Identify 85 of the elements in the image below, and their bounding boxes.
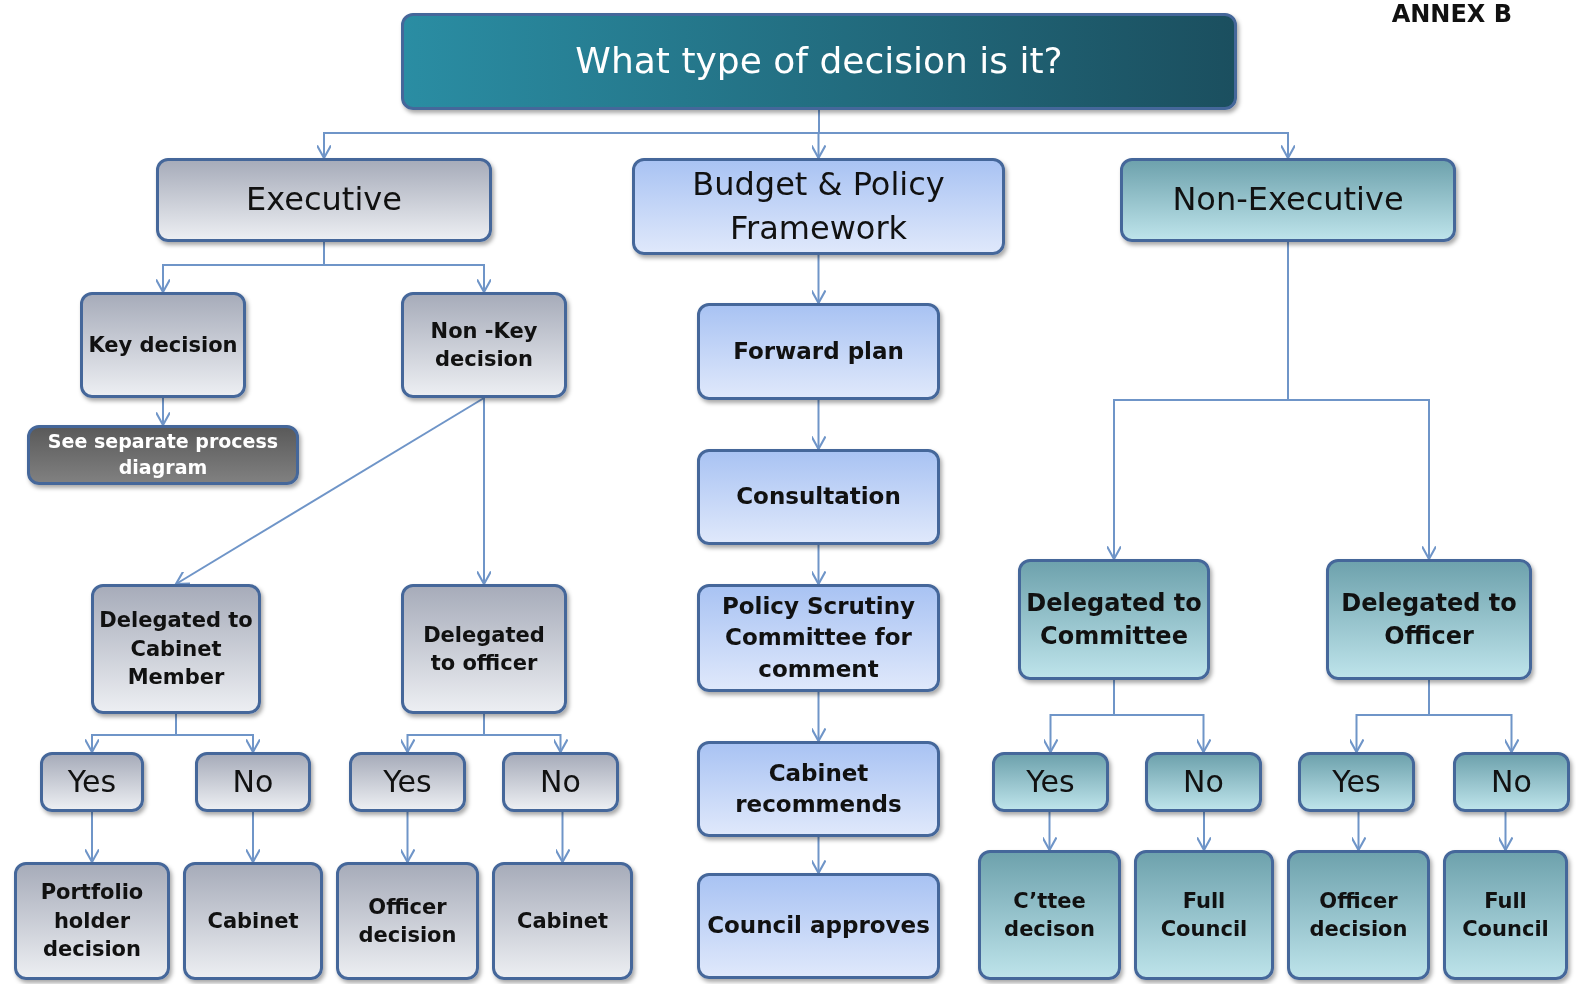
arrow — [810, 544, 827, 586]
arrow — [483, 713, 569, 754]
node-text: No — [539, 762, 582, 801]
process-box — [1287, 850, 1430, 980]
process-box — [1326, 559, 1532, 680]
arrow — [810, 836, 827, 875]
arrow — [323, 241, 493, 294]
process-box — [156, 158, 492, 242]
process-box — [1134, 850, 1274, 980]
arrow — [1041, 811, 1058, 852]
node-text: Delegated to Officer — [1340, 588, 1518, 652]
node-text: Delegated to officer — [422, 621, 546, 677]
process-box — [1443, 850, 1568, 980]
process-box — [1120, 158, 1456, 242]
node-text: Non -Key decision — [429, 317, 539, 373]
process-box — [697, 741, 940, 837]
arrow — [1195, 811, 1213, 852]
arrow — [1497, 811, 1514, 852]
node-text: No — [231, 762, 275, 801]
annex-label: ANNEX B — [1391, 0, 1512, 28]
node-text: Delegated to Committee — [1025, 588, 1203, 652]
arrow — [810, 399, 827, 451]
process-box — [183, 862, 323, 980]
node-text: Forward plan — [732, 336, 905, 366]
node-text: See separate process diagram — [46, 429, 280, 480]
node-text: Officer decision — [357, 893, 458, 949]
node-text: Yes — [1025, 762, 1076, 801]
node-text: Key decision — [87, 331, 239, 359]
answer-box — [1298, 752, 1415, 812]
node-text: No — [1182, 762, 1225, 801]
node-text: C’ttee decison — [1003, 887, 1096, 943]
node-text: Consultation — [735, 482, 902, 512]
process-box — [1018, 559, 1210, 680]
answer-box — [992, 752, 1109, 812]
node-text: Budget & Policy Framework — [691, 164, 946, 249]
answer-box — [1145, 752, 1262, 812]
node-text: Portfolio holder decision — [39, 879, 145, 964]
node-text: Cabinet recommends — [734, 758, 903, 819]
process-box — [27, 425, 299, 485]
arrow — [810, 691, 827, 743]
process-box — [91, 584, 261, 714]
answer-box — [502, 752, 619, 812]
node-text: Council approves — [706, 911, 931, 941]
node-text: Yes — [382, 762, 433, 801]
node-text: Delegated to Cabinet Member — [98, 607, 254, 692]
node-text: Yes — [1331, 762, 1382, 801]
arrow — [399, 811, 416, 864]
process-box — [697, 584, 940, 692]
arrow — [1350, 811, 1367, 852]
node-text: Cabinet — [206, 907, 300, 935]
answer-box — [195, 752, 311, 812]
node-text: No — [1490, 762, 1533, 801]
process-box — [14, 862, 170, 980]
answer-box — [1453, 752, 1570, 812]
arrow — [1428, 679, 1520, 754]
process-box — [492, 862, 633, 980]
answer-box — [40, 752, 144, 812]
node-text: Cabinet — [515, 907, 609, 935]
node-text: Full Council — [1461, 887, 1550, 943]
arrow — [475, 397, 493, 586]
node-text: Officer decision — [1308, 887, 1409, 943]
process-box — [697, 449, 940, 545]
arrow — [554, 811, 571, 864]
arrow — [810, 254, 827, 305]
process-box — [336, 862, 479, 980]
process-box — [401, 584, 567, 714]
node-text: Executive — [245, 179, 403, 221]
process-box — [978, 850, 1121, 980]
arrow — [175, 713, 262, 754]
node-text: Yes — [66, 762, 118, 801]
node-text: What type of decision is it? — [574, 39, 1064, 84]
arrow — [244, 811, 262, 864]
node-text: Policy Scrutiny Committee for comment — [720, 592, 917, 684]
process-box — [401, 292, 567, 398]
node-text: Non-Executive — [1171, 179, 1405, 221]
process-box — [632, 158, 1005, 255]
arrow — [83, 811, 101, 864]
process-box — [80, 292, 246, 398]
process-box — [697, 873, 940, 979]
answer-box — [349, 752, 466, 812]
node-text: Full Council — [1159, 887, 1249, 943]
process-box — [697, 303, 940, 400]
question-box — [401, 13, 1237, 110]
arrow — [174, 397, 485, 586]
arrow — [154, 397, 172, 427]
